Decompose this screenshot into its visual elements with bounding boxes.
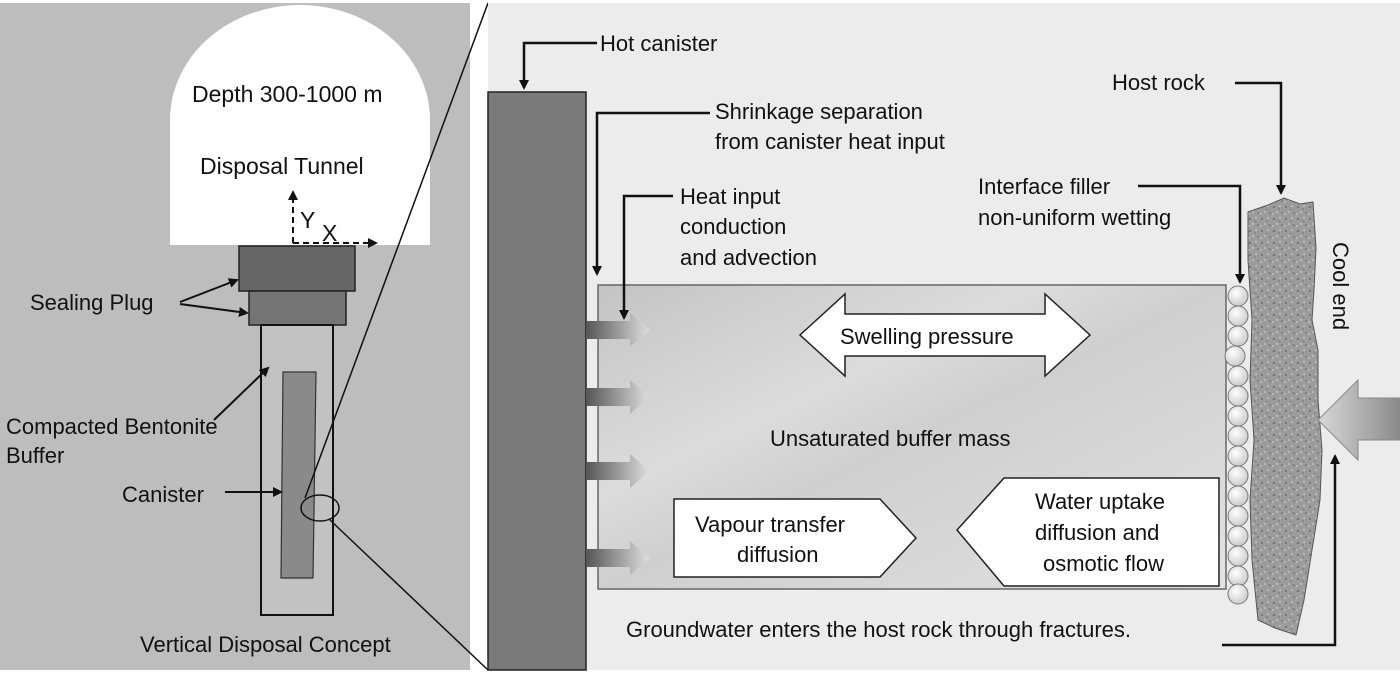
filler-ball: [1227, 565, 1249, 587]
heat-arrow-2: [586, 380, 650, 414]
x-axis-label: X: [322, 220, 337, 246]
filler-ball: [1227, 285, 1249, 307]
hot-canister-pointer: [519, 41, 597, 90]
shrinkage-pointer: [592, 111, 710, 276]
shrinkage-label-line2: from canister heat input: [715, 129, 945, 154]
heat-label-line1: Heat input: [680, 184, 780, 209]
water-label-line2: diffusion and: [1035, 520, 1159, 545]
zoom-line-lower: [329, 519, 489, 671]
interface-filler-label-line1: Interface filler: [978, 174, 1110, 199]
canister-label: Canister: [122, 482, 204, 507]
filler-ball: [1227, 305, 1249, 327]
y-axis-label: Y: [300, 207, 315, 233]
heat-arrow-4: [586, 541, 650, 575]
zoom-circle: [300, 494, 340, 522]
filler-ball: [1227, 465, 1249, 487]
filler-ball: [1227, 325, 1249, 347]
interface-filler-label-line2: non-uniform wetting: [978, 205, 1171, 230]
heat-arrow-1: [586, 313, 650, 347]
filler-ball: [1227, 425, 1249, 447]
sealing-plug-pointer-upper: [179, 278, 239, 303]
water-label-line3: osmotic flow: [1043, 551, 1164, 576]
groundwater-pointer: [1222, 454, 1340, 647]
filler-ball: [1227, 365, 1249, 387]
water-uptake-arrow: [956, 477, 1220, 587]
vapour-transfer-arrow: [673, 498, 918, 578]
cool-end-arrow: [1317, 378, 1400, 462]
buffer-label-line2: Buffer: [6, 443, 64, 468]
sealing-plug-pointer-lower: [179, 303, 249, 317]
vertical-disposal-concept-label: Vertical Disposal Concept: [140, 632, 391, 657]
sealing-plug-upper: [238, 245, 356, 292]
filler-ball: [1227, 405, 1249, 427]
heat-label-line2: conduction: [680, 214, 786, 239]
heat-arrow-3: [586, 454, 650, 488]
filler-ball: [1227, 525, 1249, 547]
host-rock-label: Host rock: [1112, 70, 1206, 95]
groundwater-label: Groundwater enters the host rock through…: [626, 617, 1131, 642]
depth-label: Depth 300-1000 m: [192, 81, 383, 107]
buffer-pointer: [213, 366, 270, 421]
buffer-label-line1: Compacted Bentonite: [6, 414, 218, 439]
interface-filler-pointer: [1138, 184, 1245, 284]
vapour-label-line2: diffusion: [737, 542, 819, 567]
right-panel: Cool end Swelling pressure Unsaturated b…: [487, 3, 1400, 671]
left-panel: Depth 300-1000 m Disposal Tunnel Y X Sea…: [0, 3, 470, 670]
disposal-tunnel-shape: [170, 5, 430, 245]
filler-ball: [1227, 485, 1249, 507]
shrinkage-label-line1: Shrinkage separation: [715, 99, 923, 124]
cool-end-label: Cool end: [1328, 242, 1353, 330]
disposal-tunnel-label: Disposal Tunnel: [200, 153, 364, 179]
zoom-line-upper: [304, 2, 489, 499]
swelling-pressure-label: Swelling pressure: [840, 324, 1014, 349]
axes: Y X: [288, 190, 378, 248]
filler-ball: [1227, 545, 1249, 567]
vapour-label-line1: Vapour transfer: [695, 512, 845, 537]
filler-ball: [1227, 445, 1249, 467]
sealing-plug-lower: [248, 290, 347, 326]
interface-filler: [1224, 285, 1249, 605]
hot-canister-label: Hot canister: [600, 31, 717, 56]
heat-input-pointer: [619, 194, 673, 320]
unsaturated-buffer-label: Unsaturated buffer mass: [770, 426, 1011, 451]
sealing-plug-label: Sealing Plug: [30, 290, 154, 315]
filler-ball: [1227, 583, 1249, 605]
canister-shape: [280, 371, 317, 579]
heat-label-line3: and advection: [680, 245, 817, 270]
host-rock: [1247, 197, 1323, 636]
water-label-line1: Water uptake: [1035, 489, 1165, 514]
filler-ball: [1227, 385, 1249, 407]
filler-ball: [1224, 345, 1246, 367]
host-rock-pointer: [1235, 81, 1286, 195]
filler-ball: [1227, 505, 1249, 527]
hot-canister-wall: [487, 91, 587, 671]
heat-arrows: [586, 313, 650, 575]
swelling-pressure-arrow: [798, 292, 1092, 378]
